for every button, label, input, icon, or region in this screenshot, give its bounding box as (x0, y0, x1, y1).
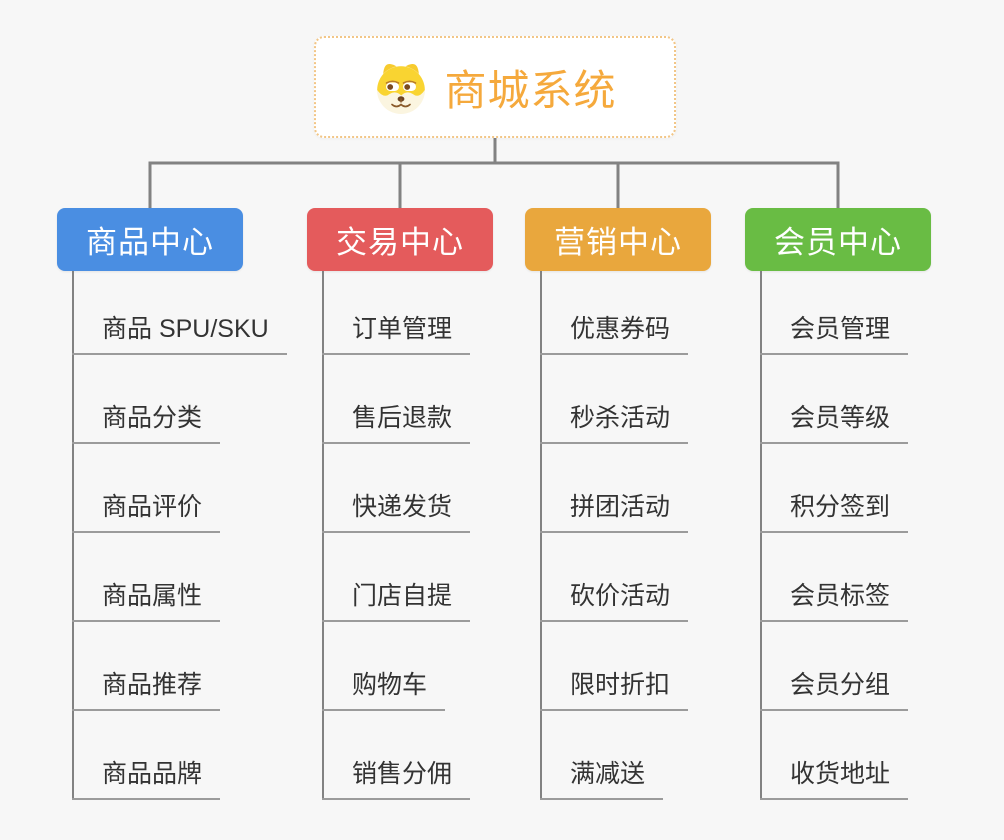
leaf-node[interactable]: 秒杀活动 (540, 400, 689, 444)
branch-node-product-center[interactable]: 商品中心 (57, 208, 243, 271)
leaf-node[interactable]: 快递发货 (322, 489, 471, 533)
leaf-node[interactable]: 满减送 (540, 756, 664, 800)
branch-label: 商品中心 (86, 225, 214, 260)
leaf-node[interactable]: 购物车 (322, 667, 446, 711)
leaf-node[interactable]: 优惠券码 (540, 311, 689, 355)
leaf-node[interactable]: 收货地址 (760, 756, 909, 800)
leaf-node[interactable]: 会员标签 (760, 578, 909, 622)
leaf-node[interactable]: 销售分佣 (322, 756, 471, 800)
branch-label: 交易中心 (336, 225, 464, 260)
doge-face-icon (377, 63, 426, 114)
branch-trade-center: 交易中心 订单管理 售后退款 快递发货 门店自提 购物车 销售分佣 (307, 208, 557, 808)
leaf-node[interactable]: 门店自提 (322, 578, 471, 622)
leaf-node[interactable]: 砍价活动 (540, 578, 689, 622)
leaf-node[interactable]: 商品分类 (72, 400, 221, 444)
branch-label: 会员中心 (774, 225, 902, 260)
leaf-node[interactable]: 积分签到 (760, 489, 909, 533)
branch-node-trade-center[interactable]: 交易中心 (307, 208, 493, 271)
leaf-node[interactable]: 商品 SPU/SKU (72, 311, 287, 355)
root-title: 商城系统 (444, 66, 617, 114)
leaf-node[interactable]: 商品推荐 (72, 667, 221, 711)
leaf-node[interactable]: 会员分组 (760, 667, 909, 711)
branch-trunk-line (760, 271, 762, 800)
branch-trunk-line (72, 271, 74, 800)
leaf-node[interactable]: 拼团活动 (540, 489, 689, 533)
leaf-node[interactable]: 售后退款 (322, 400, 471, 444)
leaf-node[interactable]: 商品评价 (72, 489, 221, 533)
branch-trunk-line (322, 271, 324, 800)
leaf-node[interactable]: 会员管理 (760, 311, 909, 355)
branch-node-member-center[interactable]: 会员中心 (745, 208, 931, 271)
branch-trunk-line (540, 271, 542, 800)
leaf-node[interactable]: 会员等级 (760, 400, 909, 444)
leaf-node[interactable]: 订单管理 (322, 311, 471, 355)
leaf-node[interactable]: 商品品牌 (72, 756, 221, 800)
branch-product-center: 商品中心 商品 SPU/SKU 商品分类 商品评价 商品属性 商品推荐 商品品牌 (57, 208, 307, 808)
branch-member-center: 会员中心 会员管理 会员等级 积分签到 会员标签 会员分组 收货地址 (745, 208, 995, 808)
root-node-mall-system[interactable]: 商城系统 (314, 36, 676, 138)
branch-node-marketing-center[interactable]: 营销中心 (525, 208, 711, 271)
branch-marketing-center: 营销中心 优惠券码 秒杀活动 拼团活动 砍价活动 限时折扣 满减送 (525, 208, 775, 808)
leaf-node[interactable]: 限时折扣 (540, 667, 689, 711)
branch-label: 营销中心 (554, 225, 682, 260)
leaf-node[interactable]: 商品属性 (72, 578, 221, 622)
